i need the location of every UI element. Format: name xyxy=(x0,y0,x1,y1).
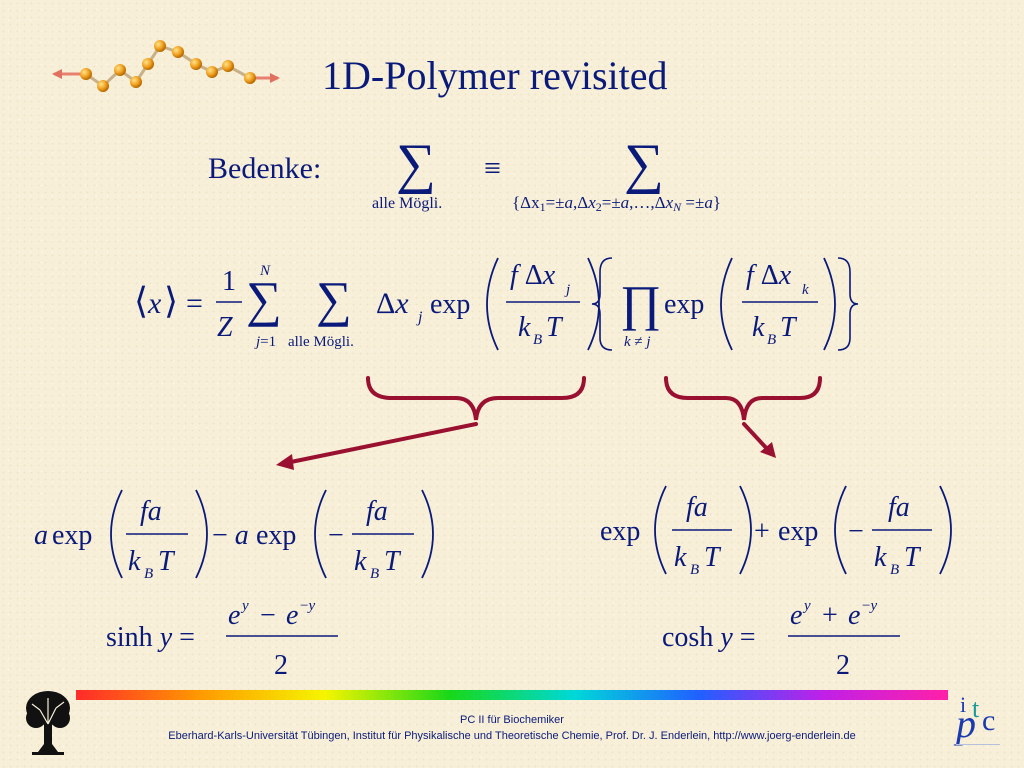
svg-text:cosh y =: cosh y = xyxy=(662,622,756,653)
svg-text:2: 2 xyxy=(274,650,288,680)
cosh-definition: cosh y = e y + e −y 2 xyxy=(662,598,900,680)
svg-text:j: j xyxy=(564,282,570,298)
tree-logo-icon xyxy=(26,691,70,755)
svg-text:B: B xyxy=(144,566,153,582)
svg-text:exp: exp xyxy=(256,520,296,551)
svg-text:−: − xyxy=(260,600,276,631)
svg-text:j: j xyxy=(416,309,423,326)
sinh-expression: a exp fa k B T − a exp − fa k B T xyxy=(34,489,434,582)
svg-text:sinh y =: sinh y = xyxy=(106,622,195,653)
svg-text:T: T xyxy=(546,312,564,343)
svg-text:f Δx: f Δx xyxy=(746,260,792,291)
sum-symbol-2: ∑ xyxy=(624,133,664,195)
svg-text:k: k xyxy=(802,282,809,298)
svg-text:T: T xyxy=(158,546,176,577)
svg-text:− a: − a xyxy=(212,520,249,551)
svg-text:−: − xyxy=(848,516,864,547)
page-title: 1D-Polymer revisited xyxy=(322,53,668,98)
svg-text:k: k xyxy=(354,546,367,577)
svg-text:∑: ∑ xyxy=(316,271,352,327)
svg-text:k: k xyxy=(752,312,765,343)
sum-range-set: {Δx1=±a,Δx2=±a,…,ΔxN =±a} xyxy=(512,193,722,214)
sinh-definition: sinh y = e y − e −y 2 xyxy=(106,598,338,680)
derivation-arrows xyxy=(276,376,822,470)
svg-text:k ≠ j: k ≠ j xyxy=(624,334,651,350)
svg-text:exp: exp xyxy=(52,520,92,551)
svg-text:1: 1 xyxy=(222,266,236,297)
equiv-symbol: ≡ xyxy=(484,152,501,185)
svg-text:+: + xyxy=(754,516,770,547)
svg-text:B: B xyxy=(690,562,699,578)
svg-text:−: − xyxy=(328,520,344,551)
svg-text:B: B xyxy=(890,562,899,578)
svg-text:Z: Z xyxy=(217,312,233,343)
rainbow-divider xyxy=(76,690,948,700)
svg-text:⟩: ⟩ xyxy=(164,281,178,321)
svg-text:e: e xyxy=(228,600,240,631)
svg-text:fa: fa xyxy=(366,496,388,527)
footer-course: PC II für Biochemiker xyxy=(460,714,564,726)
sum-symbol: ∑ xyxy=(396,133,436,195)
polymer-chain-icon xyxy=(52,40,280,92)
main-equation: ⟨ x ⟩ = 1 Z N ∑ j=1 ∑ alle Mögli. Δx j e… xyxy=(134,257,859,351)
svg-text:exp: exp xyxy=(600,516,640,547)
svg-text:exp: exp xyxy=(778,516,818,547)
svg-text:+: + xyxy=(822,600,838,631)
svg-text:e: e xyxy=(790,600,802,631)
svg-text:k: k xyxy=(674,542,687,573)
svg-text:=: = xyxy=(186,287,203,320)
svg-text:∑: ∑ xyxy=(246,271,282,327)
svg-text:⟨: ⟨ xyxy=(134,281,148,321)
ipc-logo-icon: p i t c xyxy=(954,692,1006,750)
svg-text:k: k xyxy=(874,542,887,573)
svg-text:−y: −y xyxy=(862,598,877,614)
svg-text:e: e xyxy=(848,600,860,631)
svg-text:B: B xyxy=(370,566,379,582)
svg-text:a: a xyxy=(34,520,48,551)
svg-text:T: T xyxy=(780,312,798,343)
svg-text:fa: fa xyxy=(686,492,708,523)
svg-text:B: B xyxy=(533,332,542,348)
svg-text:B: B xyxy=(767,332,776,348)
bedenke-label: Bedenke: xyxy=(208,152,322,185)
svg-text:N: N xyxy=(259,263,271,279)
svg-text:fa: fa xyxy=(140,496,162,527)
svg-text:alle Mögli.: alle Mögli. xyxy=(288,334,354,350)
svg-text:2: 2 xyxy=(836,650,850,680)
footer-institute: Eberhard-Karls-Universität Tübingen, Ins… xyxy=(168,730,856,742)
svg-text:−y: −y xyxy=(300,598,315,614)
svg-text:Δx: Δx xyxy=(376,287,409,320)
svg-text:fa: fa xyxy=(888,492,910,523)
svg-text:exp: exp xyxy=(430,289,470,320)
svg-text:T: T xyxy=(704,542,722,573)
svg-text:f Δx: f Δx xyxy=(510,260,556,291)
svg-text:k: k xyxy=(518,312,531,343)
cosh-expression: exp fa k B T + exp − fa k B T xyxy=(600,485,952,578)
svg-text:k: k xyxy=(128,546,141,577)
svg-text:y: y xyxy=(802,598,811,614)
svg-text:y: y xyxy=(240,598,249,614)
svg-text:∏: ∏ xyxy=(620,275,661,331)
svg-text:exp: exp xyxy=(664,289,704,320)
sum-range-label: alle Mögli. xyxy=(372,195,443,212)
svg-text:T: T xyxy=(384,546,402,577)
svg-text:j=1: j=1 xyxy=(254,334,276,350)
svg-text:x: x xyxy=(147,287,162,320)
svg-text:e: e xyxy=(286,600,298,631)
svg-text:T: T xyxy=(904,542,922,573)
